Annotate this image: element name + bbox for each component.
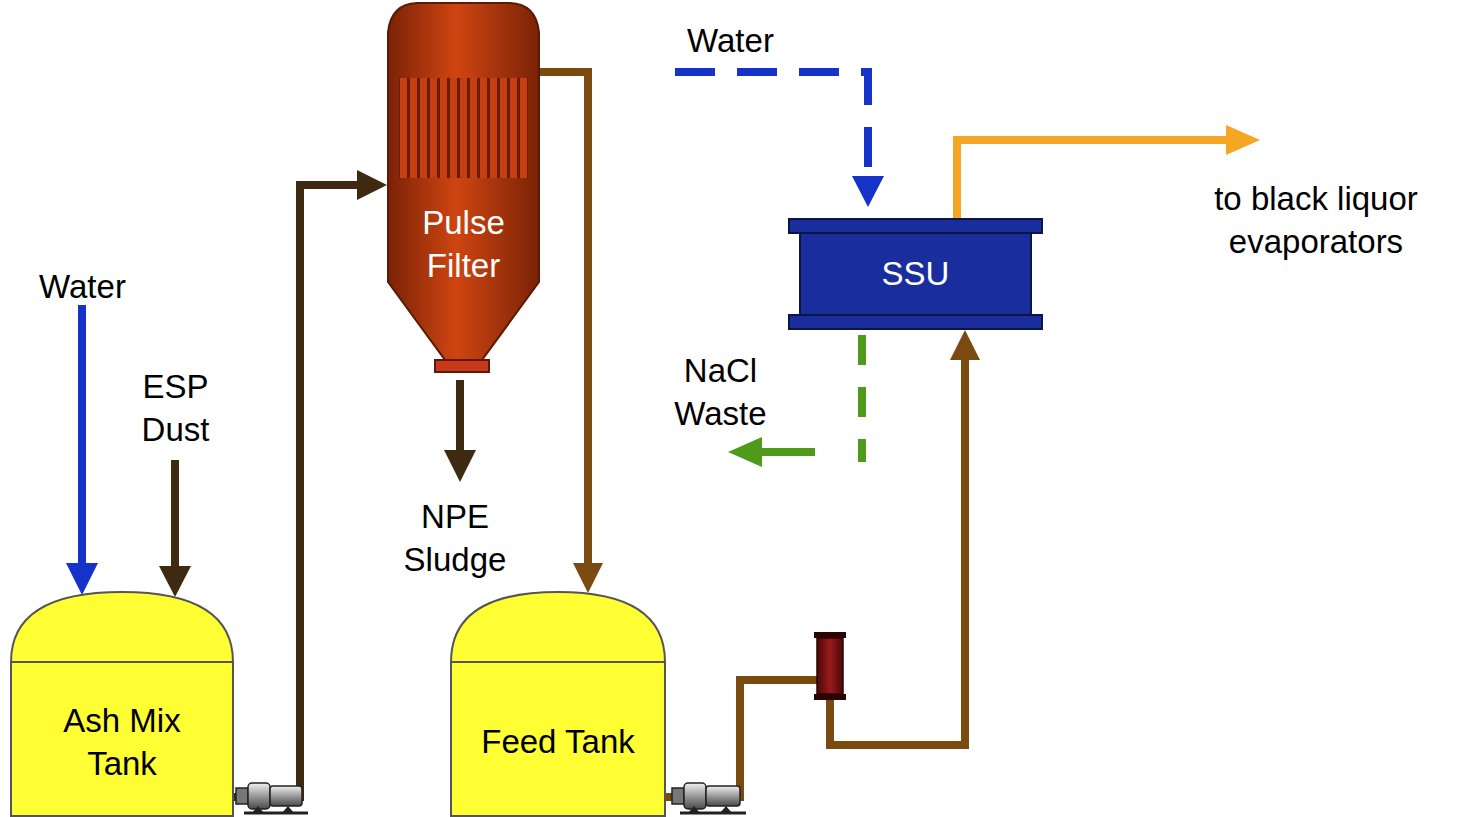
node-outline: [387, 0, 540, 375]
flow-line: [540, 72, 588, 565]
ssu-body: [800, 233, 1031, 315]
node-label: Pulse Filter: [391, 202, 536, 288]
stream-label: ESP Dust: [118, 366, 233, 452]
flow-line: [234, 185, 359, 797]
cartridge-filter: [814, 632, 846, 700]
water-feed-dashed-arrow: [675, 72, 884, 207]
filter-outlet: [435, 360, 489, 372]
ash-pump: [236, 783, 308, 813]
pulse-filter: Pulse Filter: [387, 0, 540, 375]
node-label: Feed Tank: [481, 721, 635, 764]
stream-label: to black liquor evaporators: [1176, 178, 1456, 264]
ssu-unit: SSU: [788, 218, 1043, 330]
sludge-outlet-arrow: [444, 380, 476, 482]
arrow-head: [357, 170, 387, 200]
node-label: SSU: [882, 253, 950, 296]
tank-shell: [11, 592, 233, 816]
stream-label: NaCl Waste: [648, 350, 793, 436]
filter-vessel: [388, 3, 539, 360]
stream-label: Water: [668, 20, 793, 63]
feed-pump: [672, 783, 746, 813]
ash-mix-tank: Ash Mix Tank: [10, 590, 234, 817]
text-area: Ash Mix Tank: [10, 668, 234, 817]
node-outline: [450, 590, 666, 817]
node-label: Ash Mix Tank: [32, 700, 212, 786]
arrow-head: [573, 563, 603, 593]
flow-connector: [234, 170, 387, 797]
text-area: Pulse Filter: [387, 180, 540, 310]
ssu-flange: [789, 315, 1042, 329]
water-inlet-arrow: [66, 305, 98, 595]
flow-connector: [540, 72, 603, 593]
text-area: Feed Tank: [450, 668, 666, 817]
stream-label: NPE Sludge: [385, 496, 525, 582]
tank-seam: [11, 661, 233, 663]
filter-bags: [399, 78, 528, 178]
stream-label: Water: [20, 266, 145, 309]
tank-shell: [451, 592, 665, 816]
text-area: SSU: [788, 233, 1043, 315]
feed-tank: Feed Tank: [450, 590, 666, 817]
esp-dust-arrow: [159, 460, 191, 597]
arrow-head: [950, 330, 980, 360]
tank-seam: [451, 661, 665, 663]
ssu-flange: [789, 219, 1042, 233]
